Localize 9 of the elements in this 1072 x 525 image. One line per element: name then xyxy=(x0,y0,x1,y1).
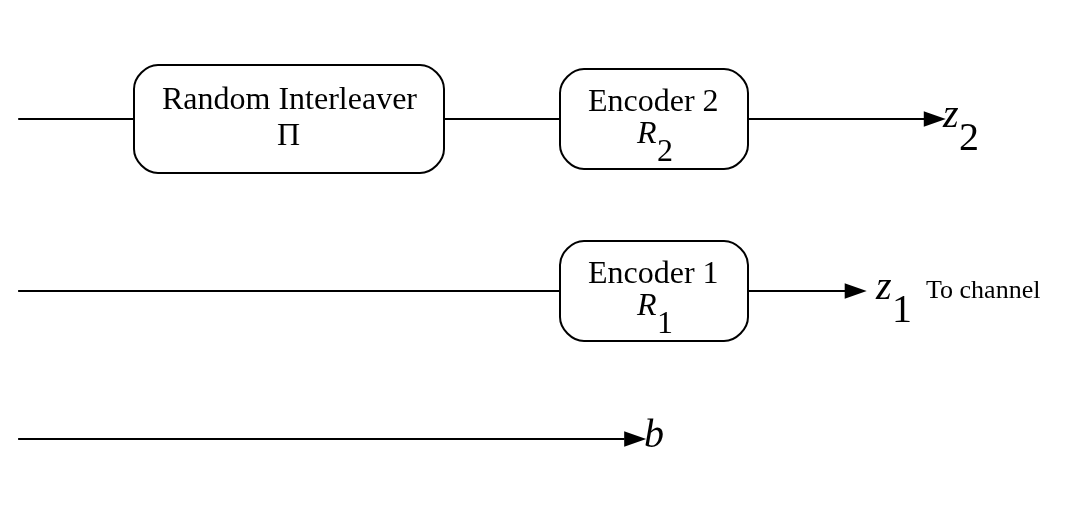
node-label: To channel xyxy=(926,274,1041,304)
arrow xyxy=(747,110,946,127)
connector xyxy=(17,117,135,120)
connector xyxy=(17,289,561,292)
connector xyxy=(443,117,561,120)
node-box: Random Interleaver Π xyxy=(133,63,445,174)
arrow xyxy=(17,430,647,447)
arrow xyxy=(747,282,867,299)
node-text: b xyxy=(644,410,664,456)
